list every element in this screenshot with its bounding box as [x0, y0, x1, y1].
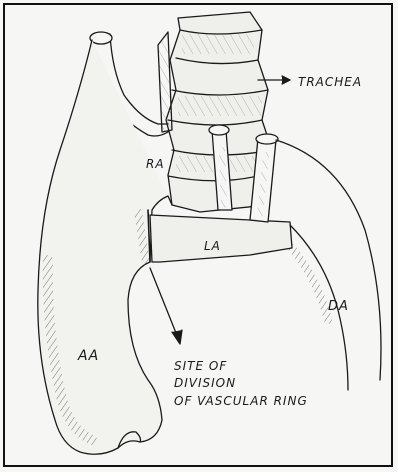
site-label-line2: DIVISION: [174, 376, 236, 390]
descending-aorta-shape: [276, 140, 381, 390]
aa-label: AA: [77, 348, 99, 364]
la-label: LA: [204, 239, 221, 253]
ra-label: RA: [146, 157, 165, 171]
site-label-line3: OF VASCULAR RING: [174, 394, 308, 408]
site-label-line1: SITE OF: [174, 359, 227, 373]
da-label: DA: [328, 299, 349, 314]
trachea-label: TRACHEA: [298, 75, 362, 89]
division-arrow: [150, 268, 182, 344]
